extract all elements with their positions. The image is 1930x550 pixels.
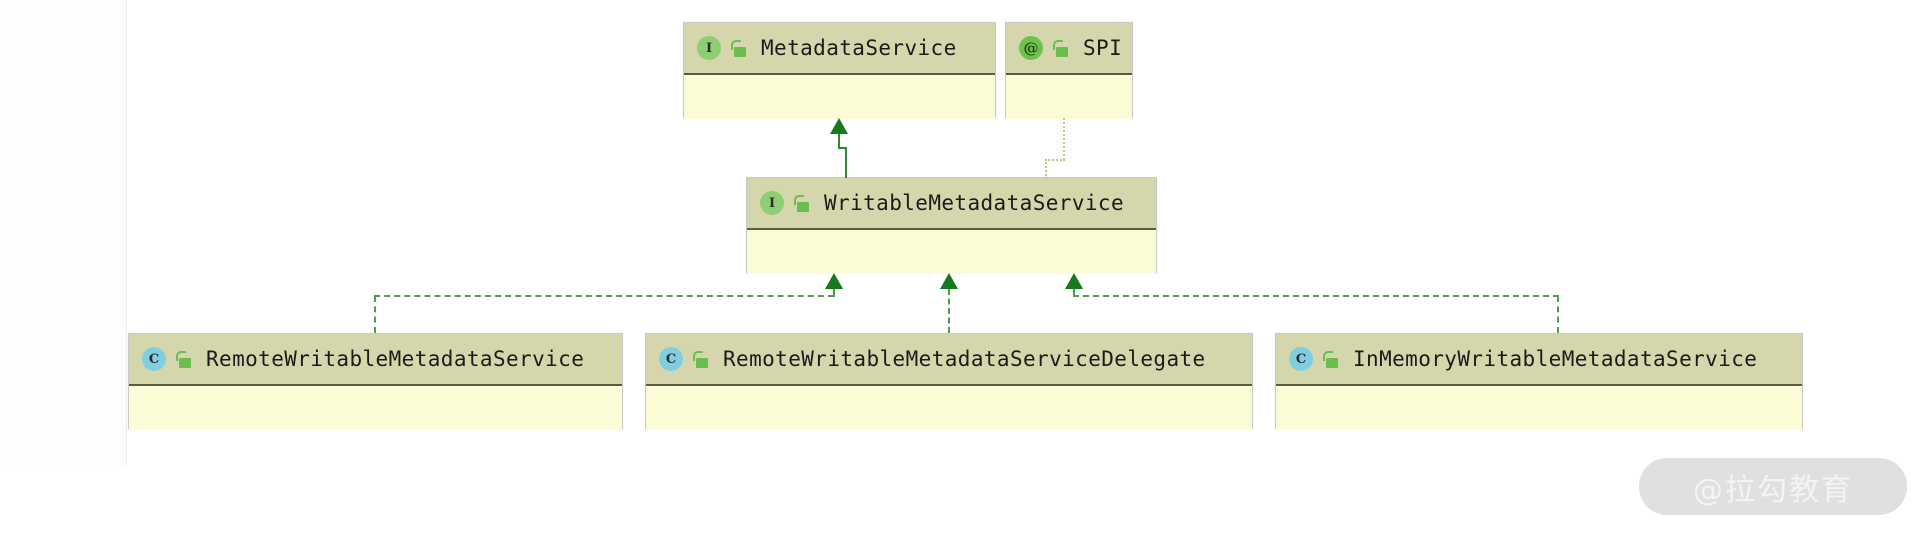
unlocked-padlock-icon xyxy=(175,350,191,368)
uml-node-members-compartment xyxy=(684,75,995,119)
uml-node-members-compartment xyxy=(1006,75,1132,119)
edge-remote-implements-riser xyxy=(374,296,376,333)
class-badge-icon: C xyxy=(659,347,683,371)
watermark-text: @拉勾教育 xyxy=(1693,472,1853,508)
unlocked-padlock-icon xyxy=(1322,350,1338,368)
edge-writable-extends-metadata-riser xyxy=(838,134,840,149)
edge-inmemory-implements-arrowhead xyxy=(1065,273,1083,289)
unlocked-padlock-icon xyxy=(730,39,746,57)
uml-node-title: WritableMetadataService xyxy=(824,191,1124,215)
edge-writable-extends-metadata-stem xyxy=(845,148,847,178)
unlocked-padlock-icon xyxy=(793,194,809,212)
uml-node-title: InMemoryWritableMetadataService xyxy=(1353,347,1758,371)
uml-node-members-compartment xyxy=(747,230,1156,274)
edge-inmemory-implements-stem xyxy=(1073,289,1075,297)
uml-node-in-memory-writable-metadata-service[interactable]: C InMemoryWritableMetadataService xyxy=(1275,333,1803,430)
uml-node-writable-metadata-service[interactable]: I WritableMetadataService xyxy=(746,177,1157,274)
interface-badge-icon: I xyxy=(697,36,721,60)
edge-delegate-implements-stem xyxy=(948,289,950,333)
unlocked-padlock-icon xyxy=(1052,39,1068,57)
edge-writable-extends-metadata-arrowhead xyxy=(830,118,848,134)
uml-node-header: I MetadataService xyxy=(684,23,995,75)
uml-node-members-compartment xyxy=(1276,386,1802,430)
edge-remote-implements-run xyxy=(374,295,834,297)
edge-delegate-implements-arrowhead xyxy=(940,273,958,289)
uml-node-header: I WritableMetadataService xyxy=(747,178,1156,230)
uml-node-title: MetadataService xyxy=(761,36,957,60)
uml-node-metadata-service[interactable]: I MetadataService xyxy=(683,22,996,119)
edge-remote-implements-arrowhead xyxy=(825,273,843,289)
edge-remote-implements-stem xyxy=(833,289,835,297)
uml-node-title: RemoteWritableMetadataService xyxy=(206,347,585,371)
class-badge-icon: C xyxy=(142,347,166,371)
uml-node-members-compartment xyxy=(129,386,622,430)
class-badge-icon: C xyxy=(1289,347,1313,371)
watermark-badge: @拉勾教育 xyxy=(1639,458,1907,515)
editor-gutter xyxy=(0,0,126,466)
edge-writable-extends-metadata-elbow xyxy=(838,147,847,149)
unlocked-padlock-icon xyxy=(692,350,708,368)
edge-spi-annotation-stem xyxy=(1063,118,1065,160)
uml-node-members-compartment xyxy=(646,386,1252,430)
uml-node-header: C RemoteWritableMetadataService xyxy=(129,334,622,386)
edge-inmemory-implements-run xyxy=(1073,295,1559,297)
uml-node-header: @ SPI xyxy=(1006,23,1132,75)
editor-gutter-divider xyxy=(126,0,127,466)
edge-spi-annotation-drop xyxy=(1045,159,1047,179)
uml-node-header: C RemoteWritableMetadataServiceDelegate xyxy=(646,334,1252,386)
edge-spi-annotation-elbow xyxy=(1045,159,1065,161)
uml-node-spi[interactable]: @ SPI xyxy=(1005,22,1133,119)
interface-badge-icon: I xyxy=(760,191,784,215)
uml-node-title: SPI xyxy=(1083,36,1123,60)
uml-node-header: C InMemoryWritableMetadataService xyxy=(1276,334,1802,386)
annotation-badge-icon: @ xyxy=(1019,36,1043,60)
edge-inmemory-implements-riser xyxy=(1557,296,1559,333)
uml-node-title: RemoteWritableMetadataServiceDelegate xyxy=(723,347,1206,371)
uml-node-remote-writable-metadata-service[interactable]: C RemoteWritableMetadataService xyxy=(128,333,623,430)
uml-node-remote-writable-metadata-service-delegate[interactable]: C RemoteWritableMetadataServiceDelegate xyxy=(645,333,1253,430)
